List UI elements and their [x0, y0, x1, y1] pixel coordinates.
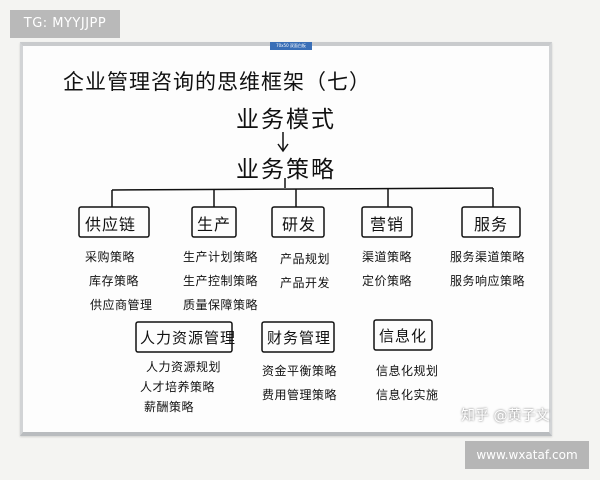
business-model-label: 业务模式: [236, 107, 336, 133]
tg-watermark: TG: MYYJJPP: [10, 10, 120, 38]
board-title: 企业管理咨询的思维框架（七）: [63, 70, 371, 94]
box-finance: [261, 321, 335, 353]
item-hr-planning: 人力资源规划: [146, 360, 222, 374]
item-fund-balance: 资金平衡策略: [262, 364, 338, 378]
box-marketing: [361, 206, 413, 238]
item-channel-strategy: 渠道策略: [362, 250, 413, 264]
category-production: 生产: [197, 215, 232, 234]
item-inventory-strategy: 库存策略: [89, 274, 140, 288]
item-it-planning: 信息化规划: [376, 364, 439, 378]
category-service: 服务: [474, 215, 509, 234]
item-service-channel: 服务渠道策略: [450, 250, 526, 264]
category-finance: 财务管理: [267, 329, 332, 347]
top-branch-bar: [111, 187, 494, 191]
category-rnd: 研发: [282, 215, 317, 234]
item-expense-management: 费用管理策略: [262, 388, 338, 402]
box-it: [373, 319, 433, 351]
box-production: [191, 206, 237, 238]
item-compensation: 薪酬策略: [144, 400, 195, 414]
whiteboard: [20, 42, 552, 436]
business-strategy-label: 业务策略: [236, 157, 336, 183]
item-product-planning: 产品规划: [280, 252, 331, 266]
zhihu-watermark: 知乎 @黄子文: [461, 408, 550, 424]
item-it-implementation: 信息化实施: [376, 388, 439, 402]
category-it: 信息化: [379, 327, 428, 345]
item-pricing-strategy: 定价策略: [362, 274, 413, 288]
box-supply-chain: [78, 206, 150, 238]
item-production-planning: 生产计划策略: [183, 250, 259, 264]
item-product-development: 产品开发: [280, 276, 331, 290]
site-watermark: www.wxataf.com: [465, 441, 589, 469]
arrow-down: [277, 132, 289, 153]
item-production-control: 生产控制策略: [183, 274, 259, 288]
item-procurement-strategy: 采购策略: [85, 250, 136, 264]
box-rnd: [271, 206, 325, 238]
category-marketing: 营销: [370, 215, 405, 234]
box-service: [461, 206, 521, 238]
item-talent-cultivation: 人才培养策略: [140, 380, 216, 394]
category-supply-chain: 供应链: [85, 215, 137, 234]
category-hr: 人力资源管理: [140, 329, 237, 347]
box-hr: [135, 321, 233, 353]
item-service-response: 服务响应策略: [450, 274, 526, 288]
item-quality-assurance: 质量保障策略: [183, 298, 259, 312]
board-sticker: 70x50 双面白板: [270, 42, 312, 50]
item-supplier-management: 供应商管理: [90, 298, 153, 312]
